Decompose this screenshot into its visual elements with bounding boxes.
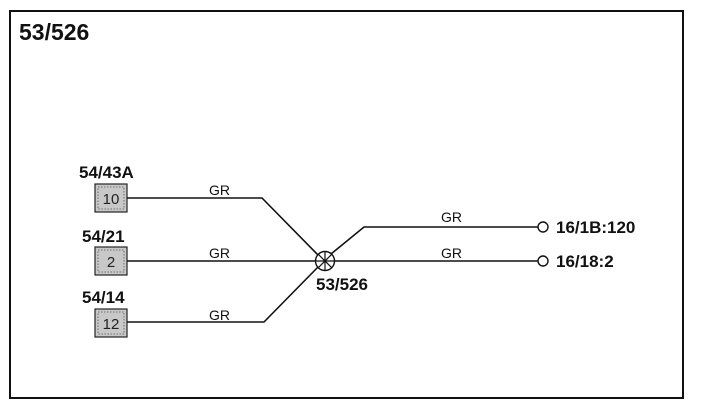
connector-pin-frame [97, 249, 125, 273]
connector-pin-frame [97, 186, 125, 210]
wire-54-43a [127, 197, 320, 257]
terminal-label: 16/18:2 [556, 252, 614, 271]
connector-54-43a[interactable]: 54/43A 10 [79, 163, 134, 213]
connector-pin-box [94, 183, 128, 213]
splice-label: 53/526 [316, 275, 368, 294]
connector-54-21[interactable]: 54/21 2 [82, 227, 128, 276]
connector-pin-number: 12 [103, 316, 120, 333]
connector-54-14[interactable]: 54/14 12 [82, 288, 128, 338]
terminal-16-1b-120[interactable]: 16/1B:120 [537, 218, 635, 237]
connector-pin-box [94, 308, 128, 338]
terminal-icon [537, 221, 549, 233]
wire-16-1b-120 [330, 226, 538, 255]
terminal-icon [537, 255, 549, 267]
wire-color-label: GR [441, 245, 462, 261]
connector-pin-number: 10 [103, 191, 120, 208]
connector-pin-box [94, 246, 128, 276]
connector-label: 54/43A [79, 163, 134, 182]
diagram-title: 53/526 [19, 19, 89, 45]
connector-label: 54/21 [82, 227, 125, 246]
terminal-label: 16/1B:120 [556, 218, 635, 237]
connector-pin-frame [97, 311, 125, 335]
terminal-16-18-2[interactable]: 16/18:2 [537, 252, 614, 271]
connector-label: 54/14 [82, 288, 125, 307]
wire-color-label: GR [209, 307, 230, 323]
wire-54-14 [127, 265, 320, 323]
connector-pin-number: 2 [107, 254, 115, 271]
wire-color-label: GR [209, 182, 230, 198]
wire-color-label: GR [209, 245, 230, 261]
diagram-frame [9, 10, 684, 399]
splice-53-526[interactable] [314, 250, 336, 272]
wire-color-label: GR [441, 209, 462, 225]
